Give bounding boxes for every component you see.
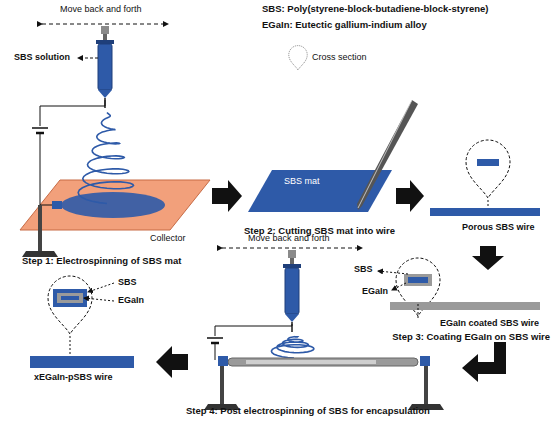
part-label: SBS mat	[284, 176, 320, 186]
part-label: Collector	[150, 233, 186, 243]
part-label: EGaIn coated SBS wire	[440, 318, 539, 328]
callout-label: SBS	[354, 264, 373, 274]
legend-note: Cross section	[312, 52, 367, 62]
callout-label: EGaIn	[362, 286, 388, 296]
motion-label: Move back and forth	[60, 4, 142, 14]
step-caption: Step 1: Electrospinning of SBS mat	[22, 256, 181, 267]
motion-label: Move back and forth	[248, 233, 330, 243]
callout-label: SBS	[118, 277, 137, 287]
step-caption: Step 4: Post electrospinning of SBS for …	[186, 406, 430, 417]
part-label: Porous SBS wire	[462, 222, 535, 232]
step-caption: Step 3: Coating EGaIn on SBS wire	[392, 332, 550, 343]
callout-label: EGaIn	[118, 295, 144, 305]
abbreviation-note: EGaIn: Eutectic gallium-indium alloy	[262, 20, 427, 31]
abbreviation-note: SBS: Poly(styrene-block-butadiene-block-…	[262, 4, 488, 15]
callout-label: SBS solution	[14, 52, 70, 62]
part-label: xEGaIn-pSBS wire	[34, 372, 113, 382]
